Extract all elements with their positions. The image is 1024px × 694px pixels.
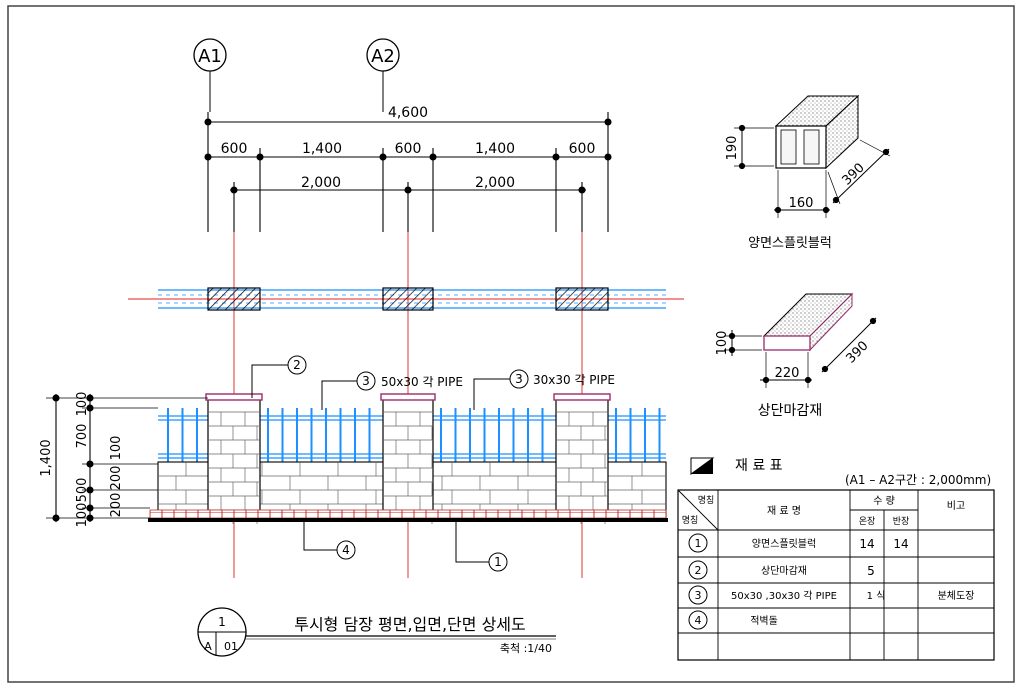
dim-h-mid: 700	[75, 424, 90, 449]
row3-q1: 1 식	[867, 590, 886, 602]
dimension-text: 4,600 600 1,400 600 1,400 600 2,000 2,00…	[221, 105, 596, 191]
row4-no: 4	[695, 614, 702, 627]
hdr-qty-sub2: 반장	[893, 516, 910, 527]
row3-no: 3	[695, 589, 702, 602]
dim-h-low: 500	[75, 478, 90, 503]
dim-span2: 2,000	[475, 175, 515, 191]
column-3	[553, 393, 611, 519]
hdr-name: 재 료 명	[767, 505, 801, 517]
row2-q1: 5	[867, 564, 875, 578]
dim-seg1: 600	[221, 141, 248, 157]
table-row: 1 양면스플릿블럭 14 14	[688, 533, 909, 553]
row2-name: 상단마감재	[761, 565, 807, 577]
row2-no: 2	[695, 564, 702, 577]
dim-overall: 4,600	[388, 105, 428, 121]
material-table: 재 료 표 (A1 – A2구간 : 2,000mm) 명칭 명칭 재 료 명 …	[677, 457, 995, 661]
table-row: 3 50x30 ,30x30 각 PIPE 1 식 분체도장	[688, 585, 975, 605]
drawing-title: 투시형 담장 평면,입면,단면 상세도	[294, 615, 526, 634]
dim-height-total: 1,400	[39, 439, 54, 476]
row1-q1: 14	[859, 537, 874, 551]
callouts	[251, 355, 529, 572]
title-sheet-a: A	[204, 640, 212, 653]
base-brick	[149, 509, 667, 519]
grid-a2: A2	[366, 38, 400, 112]
hdr-qty-sub1: 온장	[859, 516, 876, 527]
row4-name: 적벽돌	[750, 615, 778, 627]
dim-seg2: 1,400	[302, 141, 342, 157]
split-block-h: 190	[725, 136, 740, 161]
row3-name: 50x30 ,30x30 각 PIPE	[731, 590, 837, 602]
column-1	[205, 393, 263, 519]
cap-stone-w: 220	[775, 366, 800, 381]
drawing-scale: 축척 :1/40	[500, 642, 552, 655]
callout-3a: 3	[362, 374, 370, 388]
vertical-dimension-text: 1,400 100 700 100 500 100 200 200	[39, 392, 124, 528]
callout-3b: 3	[515, 372, 523, 386]
row1-no: 1	[695, 537, 702, 550]
callout-3b-label: 30x30 각 PIPE	[533, 373, 615, 387]
dim-h-base2: 200	[109, 493, 124, 518]
split-block-name: 양면스플릿블럭	[748, 236, 832, 251]
callout-4: 4	[342, 543, 350, 557]
grid-a2-label: A2	[371, 46, 395, 67]
plan-view	[158, 287, 666, 311]
grid-a1: A1	[193, 38, 227, 112]
hdr-qty: 수 량	[873, 495, 895, 507]
hdr-item-top: 명칭	[698, 495, 715, 506]
title-number: 1	[218, 615, 226, 629]
dim-h-mid2: 100	[109, 436, 124, 461]
dim-h-top: 100	[75, 392, 90, 417]
grid-a1-label: A1	[198, 46, 222, 67]
cap-stone-name: 상단마감재	[758, 403, 822, 419]
row3-note: 분체도장	[938, 590, 975, 602]
fence-pickets	[167, 408, 661, 462]
split-block-drawing: 190 160 390 양면스플릿블럭	[725, 94, 891, 251]
table-title: 재 료 표	[735, 458, 783, 474]
split-block-w: 160	[789, 196, 814, 211]
hdr-item-bottom: 명칭	[682, 515, 699, 526]
sheet-border	[7, 5, 1015, 683]
title-sheet-no: 01	[224, 640, 238, 653]
table-row: 2 상단마감재 5	[688, 560, 875, 580]
cap-stone-l: 390	[843, 338, 871, 366]
dim-seg3: 600	[395, 141, 422, 157]
cap-stone-drawing: 100 220 390 상단마감재	[715, 292, 877, 419]
dim-seg5: 600	[569, 141, 596, 157]
cap-stone-h: 100	[715, 331, 730, 356]
callout-3a-label: 50x30 각 PIPE	[381, 375, 463, 389]
dim-span1: 2,000	[301, 175, 341, 191]
elevation-view	[148, 393, 668, 524]
split-block-l: 390	[839, 160, 867, 188]
title-block: 1 A 01 투시형 담장 평면,입면,단면 상세도 축척 :1/40	[197, 607, 556, 657]
table-note: (A1 – A2구간 : 2,000mm)	[845, 473, 991, 487]
dim-h-bottom: 100	[75, 503, 90, 528]
table-row: 4 적벽돌	[688, 610, 778, 630]
row1-q2: 14	[893, 537, 908, 551]
row1-name: 양면스플릿블럭	[752, 538, 816, 550]
hdr-note: 비고	[947, 500, 965, 512]
callout-text: 2 3 50x30 각 PIPE 3 30x30 각 PIPE 4 1	[293, 358, 615, 569]
dim-seg4: 1,400	[475, 141, 515, 157]
callout-2: 2	[293, 358, 301, 372]
callout-1: 1	[494, 555, 502, 569]
dimension-lines	[204, 112, 612, 232]
vertical-dimensions	[46, 394, 208, 522]
dim-h-base: 200	[109, 466, 124, 491]
ground-line	[148, 518, 668, 522]
